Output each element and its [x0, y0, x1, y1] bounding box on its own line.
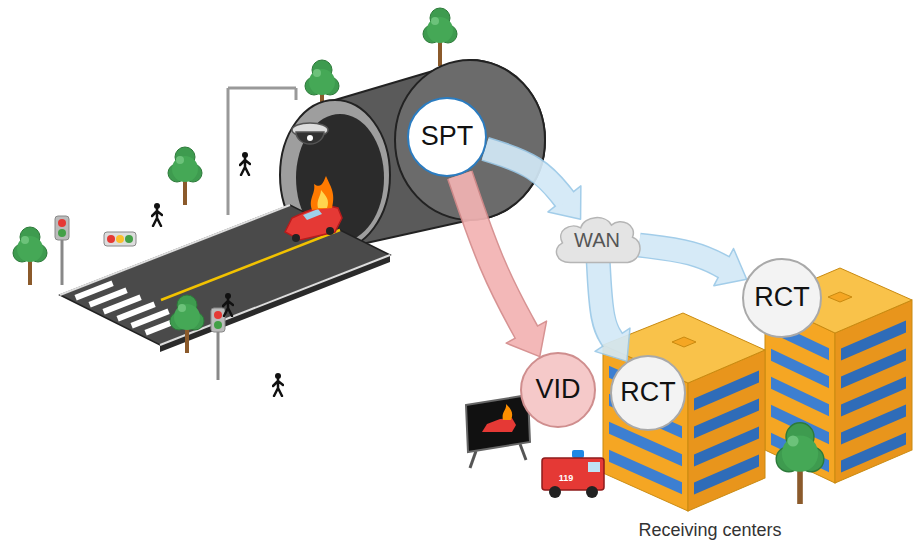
- street-lamp: [228, 88, 296, 215]
- street-lamp: [227, 88, 230, 215]
- node-text-group: WAN: [574, 229, 620, 252]
- foreground-trees: [13, 147, 204, 353]
- pedestrian: [273, 373, 283, 396]
- receiver-circle: RCT: [742, 258, 822, 338]
- node-label: RCT: [620, 377, 676, 408]
- burning-car: [285, 176, 342, 242]
- fire-truck: [572, 450, 584, 458]
- fire-truck: [588, 462, 600, 472]
- traffic-lights: [217, 330, 220, 380]
- node-text-group: SPT: [421, 121, 474, 152]
- video-billboard: [466, 395, 530, 468]
- video-billboard: [520, 444, 526, 460]
- road: [60, 205, 390, 352]
- traffic-lights: [58, 229, 66, 237]
- traffic-lights: [107, 235, 115, 243]
- node-label: SPT: [421, 121, 474, 152]
- burning-car: [292, 234, 300, 242]
- front-building: [603, 345, 688, 511]
- display-circle: VID: [520, 352, 596, 428]
- back-building: [828, 292, 852, 302]
- traffic-lights: [125, 235, 133, 243]
- node-label: WAN: [574, 229, 620, 252]
- burning-car: [303, 209, 322, 220]
- pedestrian: [240, 152, 250, 175]
- tree: [170, 295, 204, 353]
- cctv-camera: [296, 132, 324, 144]
- node-text-group: RCT: [754, 282, 810, 313]
- network-flow-arrow: [595, 262, 630, 361]
- fire-truck: [542, 450, 604, 498]
- fire-truck: [549, 486, 561, 498]
- receiver-circle: RCT: [610, 355, 686, 431]
- node-text-group: VID: [535, 374, 580, 405]
- cctv-camera: [307, 135, 313, 141]
- back-building: [841, 433, 906, 473]
- pedestrian: [152, 203, 162, 226]
- tunnel: [280, 100, 390, 250]
- tree: [168, 147, 202, 205]
- video-billboard: [482, 418, 516, 432]
- front-building: [694, 455, 759, 495]
- pedestrians: [152, 152, 283, 396]
- burning-car: [311, 176, 333, 210]
- traffic-lights: [58, 219, 66, 227]
- tree: [13, 227, 47, 285]
- road: [60, 205, 390, 345]
- road: [60, 205, 290, 295]
- traffic-lights: [61, 238, 64, 285]
- front-building: [609, 450, 682, 495]
- video-billboard: [503, 404, 513, 420]
- traffic-lights: [104, 232, 136, 246]
- arrow-body: [639, 245, 726, 268]
- network-cloud: WAN: [549, 212, 645, 268]
- node-label: VID: [535, 374, 580, 405]
- pedestrian: [223, 293, 233, 316]
- fire-truck: [586, 486, 598, 498]
- crosswalk: [76, 283, 183, 333]
- front-building: [672, 337, 696, 347]
- truck-number: 119: [559, 473, 574, 483]
- traffic-lights: [55, 216, 225, 380]
- display-flow-arrow: [460, 175, 547, 357]
- road: [161, 230, 340, 300]
- traffic-lights: [55, 216, 69, 240]
- tree: [776, 423, 824, 504]
- network-flow-arrow: [485, 149, 581, 219]
- sender-circle: SPT: [407, 97, 487, 177]
- burning-car: [326, 227, 334, 235]
- arrow-body: [485, 149, 566, 201]
- video-billboard: [470, 451, 476, 468]
- tree: [423, 8, 457, 66]
- video-billboard: [466, 395, 530, 452]
- cctv-camera: [292, 123, 328, 144]
- front-building: [603, 345, 688, 511]
- arrow-body: [598, 262, 614, 342]
- traffic-lights: [214, 311, 222, 319]
- arrow-body: [460, 175, 528, 335]
- burning-car: [285, 205, 342, 240]
- street-lamp: [228, 87, 296, 90]
- fire-truck: [542, 458, 604, 490]
- street-lamp: [295, 88, 298, 100]
- traffic-lights: [116, 235, 124, 243]
- network-flow-arrow: [639, 245, 747, 286]
- node-text-group: RCT: [620, 377, 676, 408]
- traffic-lights: [214, 321, 222, 329]
- traffic-lights: [211, 308, 225, 332]
- burning-car: [318, 190, 329, 208]
- group-caption: Receiving centers: [638, 520, 781, 541]
- cloud-outline: [556, 218, 640, 263]
- node-label: RCT: [754, 282, 810, 313]
